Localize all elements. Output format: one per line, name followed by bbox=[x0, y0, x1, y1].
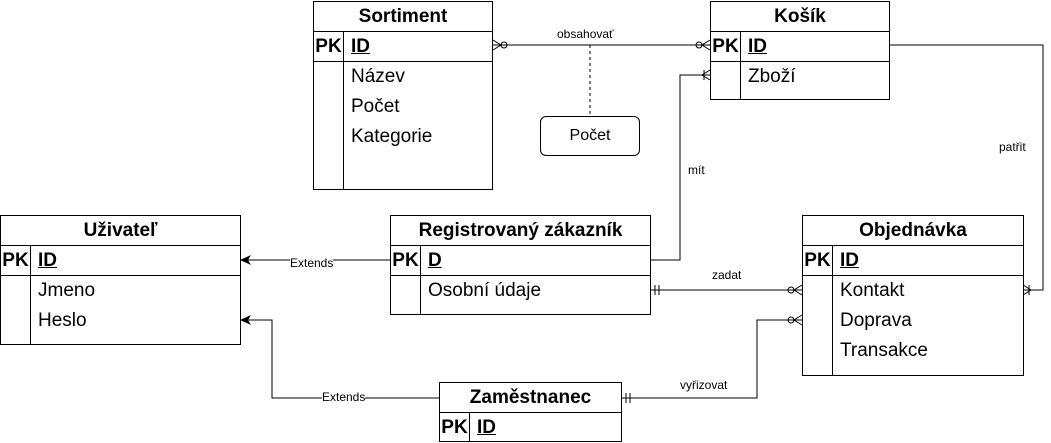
attribute-list: Název Počet Kategorie bbox=[314, 62, 492, 189]
pk-label: PK bbox=[711, 32, 741, 61]
pk-label: PK bbox=[391, 246, 421, 275]
pk-label: PK bbox=[803, 246, 833, 275]
entity-kosik: Košík PK ID Zboží bbox=[710, 1, 890, 100]
attribute: Osobní údaje bbox=[428, 280, 542, 301]
attribute: Heslo bbox=[38, 310, 87, 331]
connector-extends-employee bbox=[246, 319, 439, 399]
extends-arrowhead-1 bbox=[240, 255, 251, 265]
pk-field: ID bbox=[351, 36, 370, 57]
attribute: Doprava bbox=[840, 310, 912, 331]
relation-label-vyrizovat: vyřizovat bbox=[680, 378, 728, 392]
entity-uzivatel: Uživateľ PK ID Jmeno Heslo bbox=[0, 215, 241, 345]
note-pocet: Počet bbox=[540, 116, 640, 156]
crow-foot-objednavka-patrit bbox=[1022, 284, 1032, 296]
pk-row: PK ID bbox=[803, 246, 1023, 276]
entity-registrovany-zakaznik: Registrovaný zákazník PK D Osobní údaje bbox=[390, 215, 651, 315]
attribute: Počet bbox=[351, 96, 400, 117]
extends-arrowhead-2 bbox=[240, 315, 251, 325]
connector-mit bbox=[651, 74, 710, 261]
pk-row: PK ID bbox=[440, 413, 621, 443]
attribute: Kontakt bbox=[840, 280, 905, 301]
relation-label-extends-employee: Extends bbox=[322, 390, 366, 404]
attribute: Název bbox=[351, 66, 405, 87]
crow-foot-kosik-mit bbox=[701, 69, 711, 81]
entity-title: Sortiment bbox=[314, 2, 492, 32]
attribute: Kategorie bbox=[351, 126, 433, 147]
relation-label-patrit: patřit bbox=[999, 140, 1026, 154]
pk-field: D bbox=[428, 250, 442, 271]
attribute-list: Zboží bbox=[711, 62, 889, 99]
connector-patrit bbox=[890, 44, 1044, 291]
relation-label-obsahovat: obsahovať bbox=[557, 27, 614, 41]
pk-field: ID bbox=[38, 250, 57, 271]
pk-row: PK D bbox=[391, 246, 650, 276]
connector-vyrizovat bbox=[622, 319, 802, 399]
optional-mark-kosik bbox=[695, 41, 703, 49]
optional-mark-vyrizovat bbox=[787, 316, 795, 324]
attribute: Jmeno bbox=[38, 280, 96, 301]
entity-title: Košík bbox=[711, 2, 889, 32]
attribute-list: Kontakt Doprava Transakce bbox=[803, 276, 1023, 375]
attribute: Zboží bbox=[748, 66, 796, 87]
pk-label: PK bbox=[314, 32, 344, 61]
pk-label: PK bbox=[1, 246, 31, 275]
pk-label: PK bbox=[440, 413, 470, 442]
attribute: Transakce bbox=[840, 340, 928, 361]
pk-field: ID bbox=[748, 36, 767, 57]
pk-row: PK ID bbox=[314, 32, 492, 62]
attribute-list: Jmeno Heslo bbox=[1, 276, 240, 344]
attribute-list: Osobní údaje bbox=[391, 276, 650, 314]
relation-label-mit: mít bbox=[688, 163, 705, 177]
relation-label-zadat: zadat bbox=[712, 268, 742, 282]
entity-objednavka: Objednávka PK ID Kontakt Doprava Transak… bbox=[802, 215, 1024, 376]
pk-row: PK ID bbox=[711, 32, 889, 62]
entity-title: Registrovaný zákazník bbox=[391, 216, 650, 246]
optional-mark-sortiment bbox=[500, 41, 508, 49]
pk-field: ID bbox=[840, 250, 859, 271]
entity-sortiment: Sortiment PK ID Název Počet Kategorie bbox=[313, 1, 493, 190]
pk-row: PK ID bbox=[1, 246, 240, 276]
entity-title: Zaměstnanec bbox=[440, 383, 621, 413]
pk-field: ID bbox=[477, 417, 496, 438]
optional-mark-zadat bbox=[787, 286, 795, 294]
relation-label-extends-registered: Extends bbox=[290, 256, 334, 270]
entity-zamestnanec: Zaměstnanec PK ID bbox=[439, 382, 622, 442]
entity-title: Objednávka bbox=[803, 216, 1023, 246]
entity-title: Uživateľ bbox=[1, 216, 240, 246]
